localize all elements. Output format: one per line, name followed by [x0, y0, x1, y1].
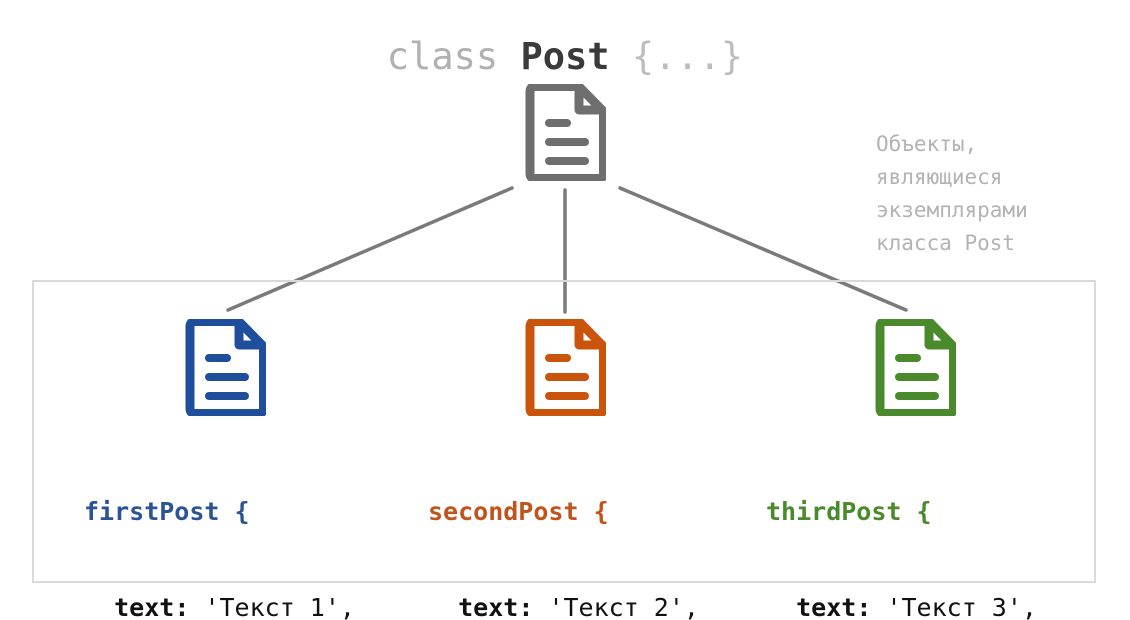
instance-property-text-1: text: 'Текст 1', [84, 592, 355, 620]
instance-open-brace-2: { [578, 497, 609, 526]
document-icon-class [524, 84, 606, 181]
title-class-name: Post [520, 35, 610, 78]
indent [766, 593, 796, 620]
instance-name-2: secondPost [428, 497, 579, 526]
page-title: class Post {...} [0, 38, 1130, 75]
property-value-text-3: 'Текст 3', [886, 593, 1037, 620]
side-note-text: Объекты, являющиеся экземплярами класса … [876, 132, 1028, 255]
instance-code-block-3: thirdPost { text: 'Текст 3', totalLikes:… [766, 432, 1037, 620]
instance-name-3: thirdPost [766, 497, 902, 526]
property-value-text-2: 'Текст 2', [548, 593, 699, 620]
title-keyword: class [386, 35, 521, 78]
instance-header-3: thirdPost { [766, 496, 1037, 528]
instance-header-2: secondPost { [428, 496, 699, 528]
property-key-text-2: text [458, 593, 519, 620]
indent [428, 593, 458, 620]
instance-open-brace-1: { [219, 497, 250, 526]
property-sep-text-2: : [518, 593, 549, 620]
instance-header-1: firstPost { [84, 496, 355, 528]
document-icon-blue [184, 319, 266, 416]
instance-property-text-2: text: 'Текст 2', [428, 592, 699, 620]
document-icon-green [874, 319, 956, 416]
document-icon-orange [524, 319, 606, 416]
instance-property-text-3: text: 'Текст 3', [766, 592, 1037, 620]
instance-code-block-2: secondPost { text: 'Текст 2', totalLikes… [428, 432, 699, 620]
property-sep-text-1: : [174, 593, 205, 620]
instances-container [32, 280, 1096, 583]
property-key-text-1: text [114, 593, 175, 620]
property-key-text-3: text [796, 593, 857, 620]
instance-open-brace-3: { [901, 497, 932, 526]
property-sep-text-3: : [856, 593, 887, 620]
instance-code-block-1: firstPost { text: 'Текст 1', totalLikes:… [84, 432, 355, 620]
title-class-body: {...} [609, 35, 744, 78]
indent [84, 593, 114, 620]
instance-name-1: firstPost [84, 497, 220, 526]
property-value-text-1: 'Текст 1', [204, 593, 355, 620]
